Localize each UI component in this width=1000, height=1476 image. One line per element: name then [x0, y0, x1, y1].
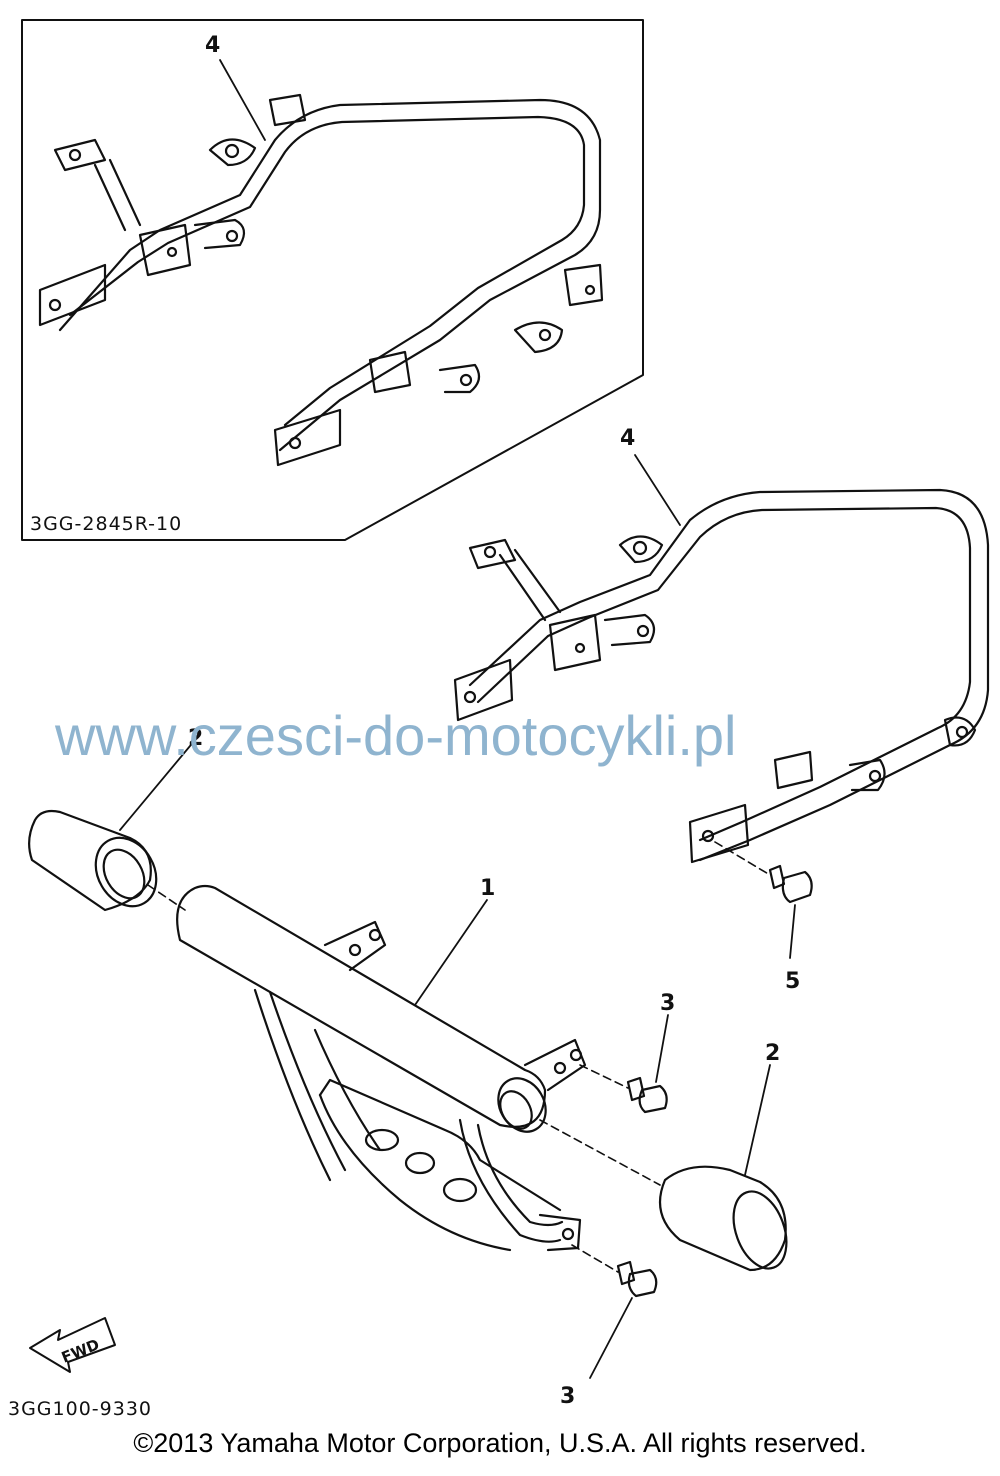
inset-carrier-frame: [38, 59, 604, 467]
callout-2-left: 2: [188, 726, 203, 751]
screw-part-5: [714, 841, 813, 959]
inset-frame: [21, 19, 644, 541]
callout-5: 5: [785, 969, 800, 994]
callout-4-inset: 4: [205, 33, 220, 58]
fwd-label: FWD: [59, 1335, 102, 1366]
screw-part-3-lower: [571, 1244, 658, 1379]
callout-1: 1: [480, 876, 495, 901]
fwd-arrow-icon: [29, 1317, 116, 1373]
watermark-text: www.czesci-do-motocykli.pl: [54, 704, 737, 767]
callout-2-right: 2: [765, 1041, 780, 1066]
inset-code: 3GG-2845R-10: [30, 513, 182, 535]
screw-part-3-upper: [579, 1014, 669, 1114]
diagram-code: 3GG100-9330: [8, 1398, 152, 1420]
callout-3-upper: 3: [660, 991, 675, 1016]
bar-end-left: [28, 739, 196, 912]
bar-end-right: [539, 1064, 788, 1272]
callout-4-main: 4: [620, 426, 635, 451]
engine-guard: [176, 884, 587, 1252]
callout-3-lower: 3: [560, 1384, 575, 1409]
copyright-notice: ©2013 Yamaha Motor Corporation, U.S.A. A…: [133, 1428, 867, 1458]
main-carrier-frame: [453, 454, 990, 864]
